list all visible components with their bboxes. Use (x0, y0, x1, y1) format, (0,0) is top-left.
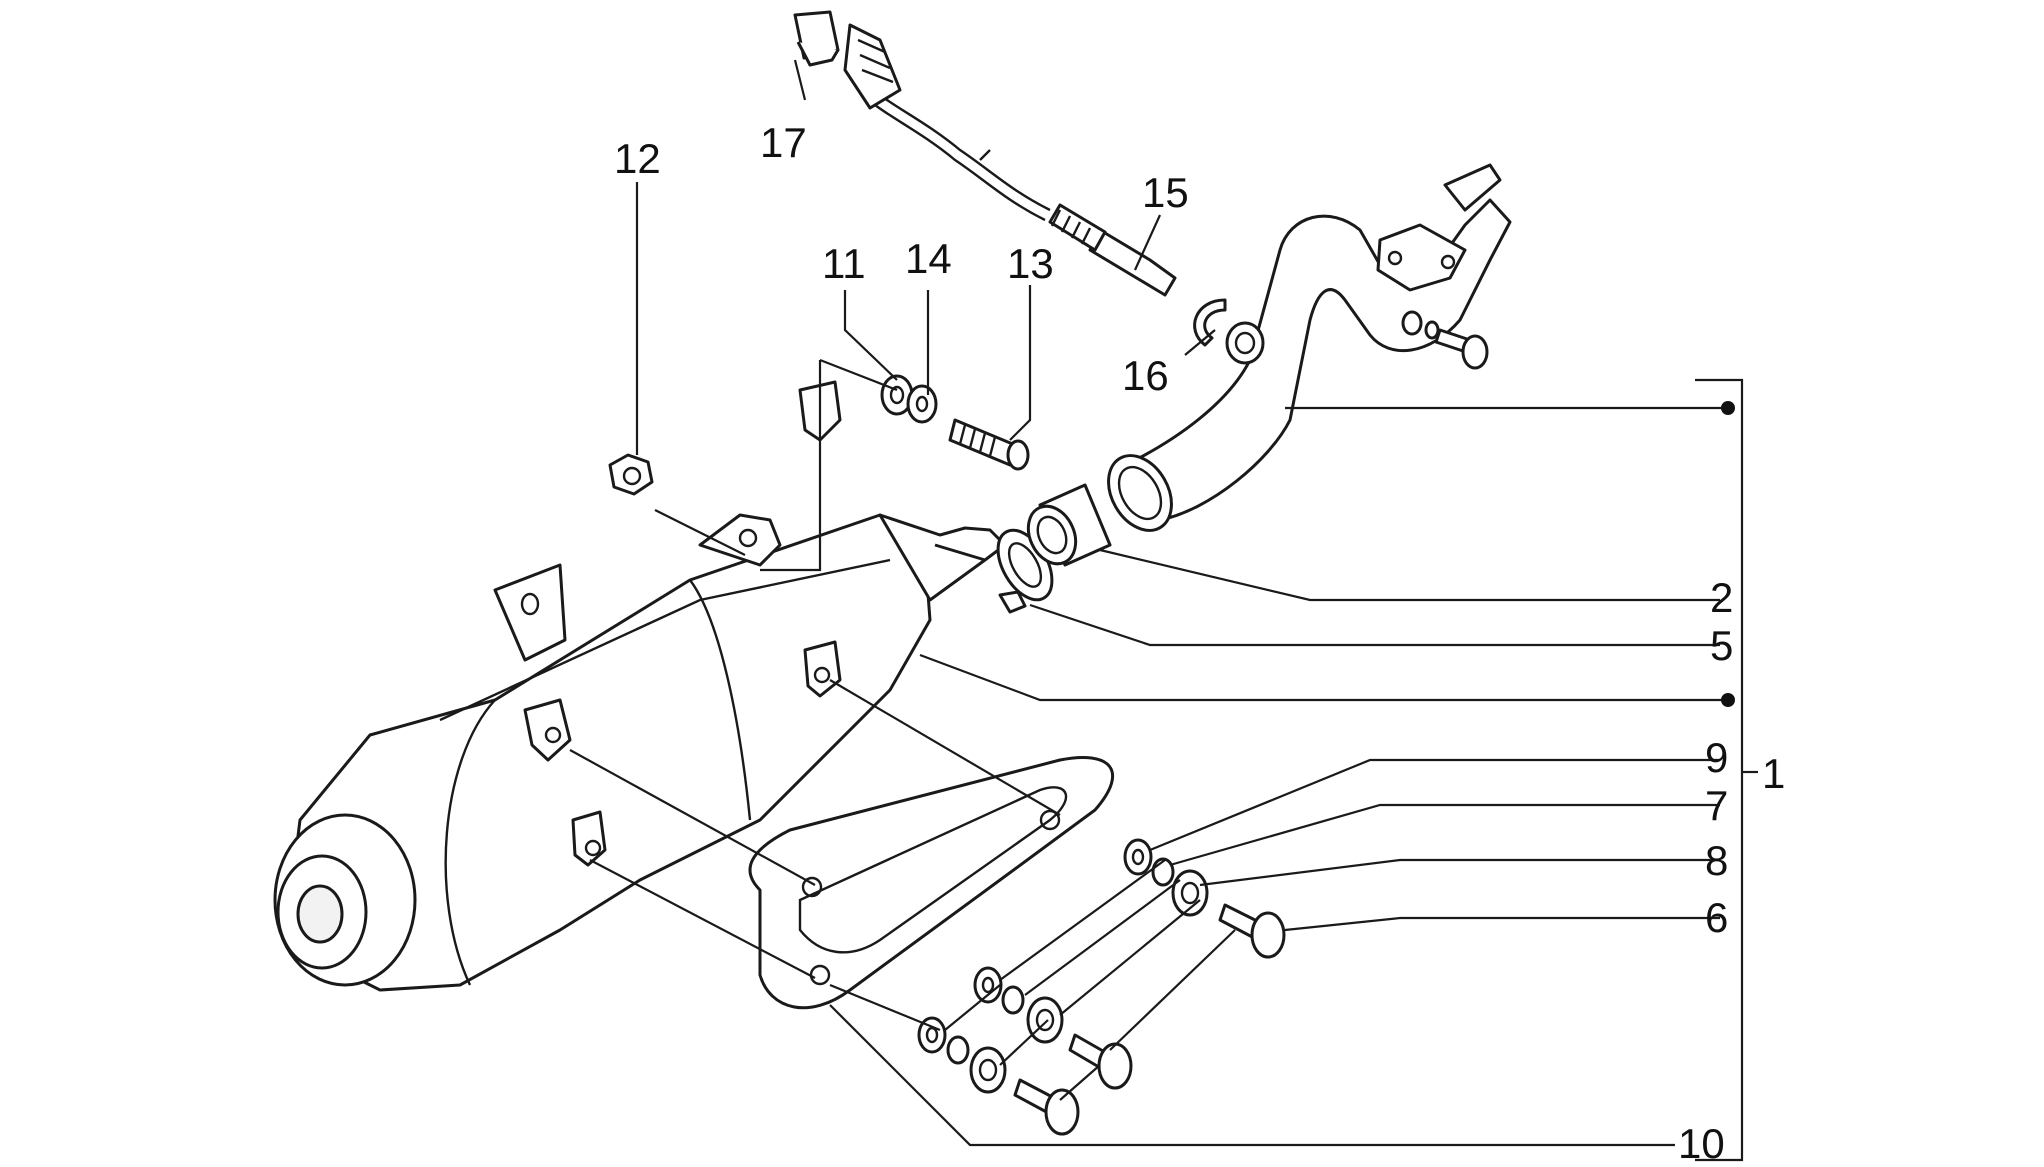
oxygen-sensor-part-15 (874, 94, 1177, 297)
screw-part-13 (948, 418, 1030, 471)
inlet-cone (878, 513, 1007, 602)
clip-part-16 (1193, 298, 1227, 347)
callout-12: 12 (614, 135, 661, 182)
group-dots (1721, 401, 1735, 707)
callout-11: 11 (822, 240, 866, 287)
callout-2: 2 (1710, 574, 1733, 621)
callout-17: 17 (760, 119, 807, 166)
callout-6: 6 (1705, 894, 1728, 941)
grommet-stack-middle (973, 966, 1064, 1044)
callout-16: 16 (1122, 352, 1169, 399)
callout-8: 8 (1705, 837, 1728, 884)
callout-5: 5 (1710, 622, 1733, 669)
grommet-stack-lower (917, 1016, 1007, 1094)
leader-lines (569, 59, 1758, 1162)
screw-part-6-middle (1068, 1033, 1133, 1090)
callout-14: 14 (905, 235, 952, 282)
washer-part-14 (906, 384, 938, 424)
callout-1: 1 (1762, 750, 1785, 797)
callout-7: 7 (1705, 782, 1728, 829)
muffler-body (273, 380, 932, 992)
screw-part-6-lower (1013, 1078, 1080, 1136)
callout-13: 13 (1007, 240, 1054, 287)
callout-10: 10 (1678, 1120, 1725, 1167)
flange-bolt (1401, 310, 1489, 370)
heat-shield (748, 755, 1115, 1010)
connector-part-17 (793, 10, 902, 110)
nut-part-12 (608, 453, 654, 496)
sleeve-part-2 (1026, 483, 1112, 567)
screw-part-6-upper (1218, 903, 1286, 959)
exhaust-pipe (1107, 163, 1512, 532)
callout-15: 15 (1142, 169, 1189, 216)
callout-9: 9 (1705, 734, 1728, 781)
